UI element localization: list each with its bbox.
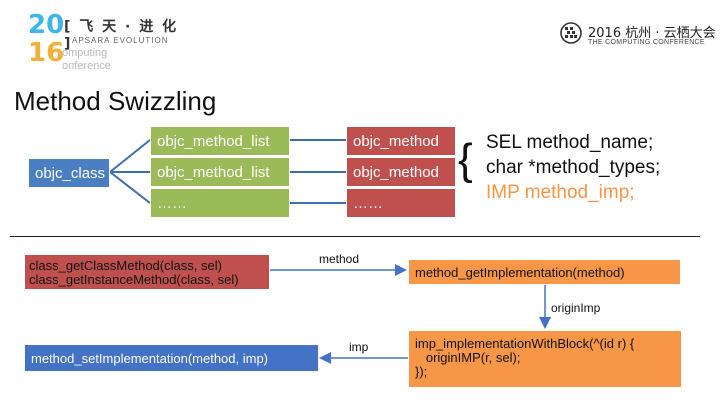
method-label-2: objc_method [353, 163, 439, 181]
method-box-3: …… [346, 188, 456, 218]
method-list-box-1: objc_method_list [150, 126, 290, 156]
method-box-1: objc_method [346, 126, 456, 156]
curly-brace: { [458, 135, 473, 184]
get-implementation-box: method_getImplementation(method) [408, 259, 681, 285]
method-list-label-3: …… [157, 194, 187, 212]
logo-year-bottom: 16 [28, 38, 65, 68]
method-list-box-2: objc_method_list [150, 157, 290, 187]
arrow-label-originimp: originImp [551, 301, 601, 315]
conference-logo-right: 2016 杭州 · 云栖大会 THE COMPUTING CONFERENCE [560, 20, 716, 50]
set-implementation-box: method_setImplementation(method, imp) [24, 344, 319, 372]
method-label-1: objc_method [353, 132, 439, 150]
field-sel: SEL method_name; [486, 132, 654, 153]
logo-sub-1: omputing [62, 47, 108, 59]
arrow-label-method: method [319, 252, 360, 266]
get-method-line-1: class_getClassMethod(class, sel) [29, 258, 222, 273]
logo-right-sub: THE COMPUTING CONFERENCE [588, 39, 705, 46]
set-implementation-label: method_setImplementation(method, imp) [31, 350, 269, 366]
get-method-line-2: class_getInstanceMethod(class, sel) [29, 272, 239, 287]
block-line-2: originIMP(r, sel); [415, 350, 521, 365]
get-method-box: class_getClassMethod(class, sel) class_g… [24, 254, 270, 290]
section-divider [10, 236, 700, 237]
block-line-3: }); [415, 364, 428, 379]
field-imp: IMP method_imp; [486, 182, 635, 203]
globe-icon [560, 22, 582, 44]
objc-class-label: objc_class [35, 164, 106, 182]
logo-sub-2: onference [62, 60, 111, 72]
logo-year-top: 20 [28, 10, 65, 40]
objc-class-box: objc_class [28, 158, 110, 188]
method-list-box-3: …… [150, 188, 290, 218]
method-list-label-1: objc_method_list [157, 132, 270, 150]
block-line-1: imp_implementationWithBlock(^(id r) { [415, 336, 635, 351]
logo-en-text: APSARA EVOLUTION [72, 36, 169, 45]
method-box-2: objc_method [346, 157, 456, 187]
field-types: char *method_types; [486, 157, 661, 178]
impl-with-block-box: imp_implementationWithBlock(^(id r) { or… [408, 330, 682, 388]
method-label-3: …… [353, 194, 383, 212]
slide-title: Method Swizzling [14, 86, 217, 116]
method-list-label-2: objc_method_list [157, 163, 270, 181]
logo-cn-text: [ 飞 天 · 进 化 ] [64, 19, 179, 52]
logo-right-main: 2016 杭州 · 云栖大会 [588, 26, 716, 41]
arrow-label-imp: imp [349, 340, 369, 354]
get-implementation-label: method_getImplementation(method) [415, 264, 625, 280]
conference-logo: 20 16 [ 飞 天 · 进 化 ] APSARA EVOLUTION omp… [28, 12, 188, 74]
